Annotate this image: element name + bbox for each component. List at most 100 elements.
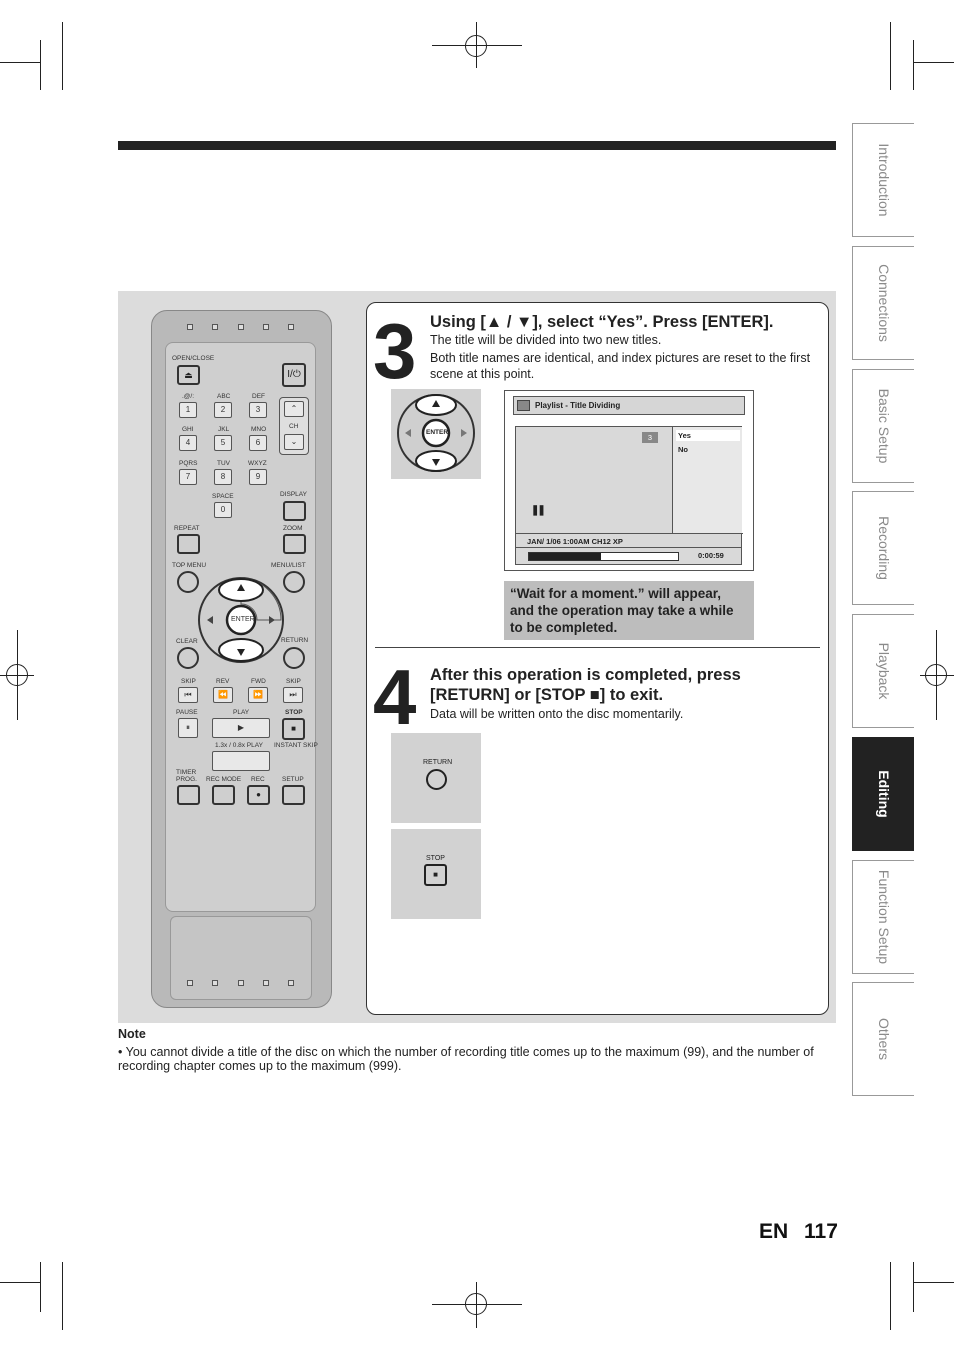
key-1[interactable]: 1 [179, 402, 197, 418]
dpad-icon [397, 394, 475, 472]
note-text: • You cannot divide a title of the disc … [118, 1045, 814, 1073]
play-icon: ▶ [237, 723, 245, 732]
rev-button[interactable]: ⏪ [213, 687, 233, 703]
recording-info: JAN/ 1/06 1:00AM CH12 XP [527, 537, 623, 546]
key-6[interactable]: 6 [249, 435, 267, 451]
tab-recording[interactable]: Recording [852, 491, 914, 605]
option-yes[interactable]: Yes [676, 430, 740, 441]
channel-down-button[interactable]: ⌄ [284, 434, 304, 450]
key-label: .@/: [182, 393, 195, 400]
dpad-enter-label: ENTER [426, 429, 449, 436]
crop-mark [920, 675, 954, 676]
tab-others[interactable]: Others [852, 982, 914, 1096]
key-8[interactable]: 8 [214, 469, 232, 485]
power-icon: I/⏻ [287, 369, 301, 380]
crop-mark [0, 1282, 40, 1283]
key-5[interactable]: 5 [214, 435, 232, 451]
rec-button[interactable]: ● [247, 785, 270, 805]
key-7[interactable]: 7 [179, 469, 197, 485]
key-3[interactable]: 3 [249, 402, 267, 418]
timer-prog-button[interactable] [177, 785, 200, 805]
crop-mark [890, 1262, 891, 1330]
indicator-dot [187, 324, 193, 330]
key-label: JKL [218, 426, 230, 433]
crop-mark [914, 1282, 954, 1283]
indicator-dot [238, 324, 244, 330]
option-no[interactable]: No [678, 445, 688, 454]
power-button[interactable]: I/⏻ [282, 363, 306, 387]
tab-function-setup[interactable]: Function Setup [852, 860, 914, 974]
crop-mark [914, 62, 954, 63]
pause-button[interactable]: ⏸ [178, 718, 198, 738]
screen-video-area: 3 ❚❚ Yes No JAN/ 1/06 1:00AM CH12 XP [515, 426, 743, 548]
fwd-button[interactable]: ⏩ [248, 687, 268, 703]
progress-bar [528, 552, 679, 561]
enter-label: ENTER [231, 616, 255, 623]
setup-label: SETUP [282, 776, 304, 783]
key-2[interactable]: 2 [214, 402, 232, 418]
tab-playback[interactable]: Playback [852, 614, 914, 728]
stop-label: STOP [285, 709, 303, 716]
zoom-button[interactable] [283, 534, 306, 554]
return-illustration-label: RETURN [423, 759, 453, 766]
instant-skip-label: INSTANT SKIP [274, 742, 318, 749]
fwd-label: FWD [251, 678, 266, 685]
step-3-text-2: Both title names are identical, and inde… [430, 351, 811, 381]
tab-label: Playback [875, 642, 892, 700]
display-button[interactable] [283, 501, 306, 521]
menu-list-button[interactable] [283, 571, 305, 593]
stop-illustration-label: STOP [426, 855, 445, 862]
skip-forward-icon: ⏭ [289, 690, 297, 699]
key-label: TUV [217, 460, 230, 467]
top-menu-label: TOP MENU [172, 562, 207, 569]
step-4-number: 4 [373, 653, 416, 741]
indicator-dot [263, 980, 269, 986]
tab-label: Connections [875, 264, 892, 342]
key-0[interactable]: 0 [214, 502, 232, 518]
indicator-dot [212, 980, 218, 986]
tab-editing[interactable]: Editing [852, 737, 914, 851]
tab-label: Others [875, 1017, 892, 1061]
wait-callout: “Wait for a moment.” will appear, and th… [504, 581, 754, 640]
key-label: WXYZ [248, 460, 267, 467]
page-number-value: 117 [804, 1220, 838, 1243]
tab-introduction[interactable]: Introduction [852, 123, 914, 237]
skip-forward-label: SKIP [286, 678, 301, 685]
language-code: EN [759, 1220, 789, 1243]
pause-icon: ⏸ [186, 723, 190, 732]
return-button[interactable] [283, 647, 305, 669]
option-menu: Yes No [672, 427, 742, 533]
channel-up-button[interactable]: ⌃ [284, 401, 304, 417]
top-menu-button[interactable] [177, 571, 199, 593]
indicator-dot [288, 980, 294, 986]
repeat-button[interactable] [177, 534, 200, 554]
screen-title-bar: Playlist - Title Dividing [513, 396, 745, 415]
screen-title: Playlist - Title Dividing [535, 401, 621, 410]
space-label: SPACE [212, 493, 234, 500]
stop-button[interactable]: ■ [282, 718, 305, 740]
tv-screen: Playlist - Title Dividing 3 ❚❚ Yes No JA… [504, 390, 754, 571]
skip-forward-button[interactable]: ⏭ [283, 687, 303, 703]
skip-back-button[interactable]: ⏮ [178, 687, 198, 703]
tab-connections[interactable]: Connections [852, 246, 914, 360]
crop-mark [890, 22, 891, 90]
play-button[interactable]: ▶ [212, 718, 270, 738]
key-4[interactable]: 4 [179, 435, 197, 451]
crop-mark [62, 1262, 63, 1330]
key-9[interactable]: 9 [249, 469, 267, 485]
rec-mode-button[interactable] [212, 785, 235, 805]
open-close-button[interactable]: ⏏ [177, 365, 200, 385]
play-label: PLAY [233, 709, 250, 716]
crop-mark [936, 630, 937, 720]
indicator-dot [238, 980, 244, 986]
setup-button[interactable] [282, 785, 305, 805]
slow-play-button[interactable] [212, 751, 270, 771]
key-label: PQRS [179, 460, 198, 467]
indicator-dot [187, 980, 193, 986]
clear-button[interactable] [177, 647, 199, 669]
tab-basic-setup[interactable]: Basic Setup [852, 369, 914, 483]
clear-label: CLEAR [176, 638, 198, 645]
rec-mode-label: REC MODE [206, 776, 242, 783]
remote-dpad[interactable] [197, 576, 285, 664]
dpad-illustration: ENTER [391, 389, 481, 479]
